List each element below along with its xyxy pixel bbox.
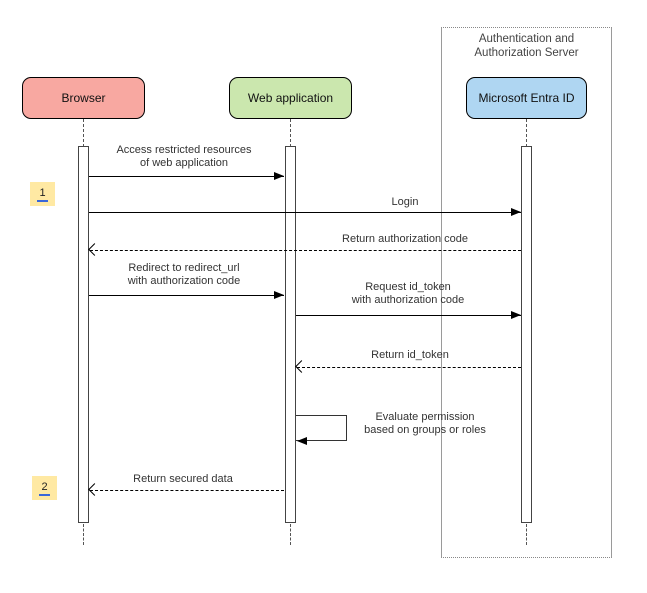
message-request-id-token-line <box>296 315 521 316</box>
message-return-id-token-label: Return id_token <box>371 349 449 361</box>
step-2-badge: 2 <box>32 476 57 500</box>
actor-web-application-label: Web application <box>247 91 334 105</box>
actor-microsoft-entra-id: Microsoft Entra ID <box>466 77 587 119</box>
actor-web-application: Web application <box>229 77 352 119</box>
message-return-secured-data-label: Return secured data <box>133 473 233 485</box>
auth-server-frame <box>441 27 612 558</box>
message-return-id-token-line <box>297 367 521 368</box>
webapp-activation-bar <box>285 146 296 523</box>
browser-lifeline-top <box>83 119 84 147</box>
browser-lifeline-bottom <box>83 524 84 545</box>
message-redirect-line <box>89 295 284 296</box>
message-login-line <box>89 212 521 213</box>
arrowhead-left-open-icon <box>295 360 308 373</box>
webapp-lifeline-top <box>290 119 291 147</box>
message-login-label: Login <box>391 196 419 208</box>
actor-microsoft-entra-id-label: Microsoft Entra ID <box>478 91 575 105</box>
message-access-restricted-label: Access restricted resources of web appli… <box>116 144 252 169</box>
arrowhead-right-icon <box>511 208 521 216</box>
actor-browser: Browser <box>22 77 145 119</box>
entra-lifeline-bottom <box>526 524 527 545</box>
message-return-secured-data-line <box>90 490 284 491</box>
arrowhead-left-open-icon <box>88 243 101 256</box>
step-1-badge: 1 <box>30 182 55 206</box>
message-access-restricted-line <box>89 176 284 177</box>
message-return-auth-code-line <box>90 250 521 251</box>
step-1-link[interactable]: 1 <box>37 187 48 202</box>
message-return-auth-code-label: Return authorization code <box>342 233 468 245</box>
message-evaluate-permission-label: Evaluate permission based on groups or r… <box>364 411 486 436</box>
arrowhead-right-icon <box>274 291 284 299</box>
entra-activation-bar <box>521 146 532 523</box>
arrowhead-right-icon <box>274 172 284 180</box>
entra-lifeline-top <box>526 119 527 147</box>
arrowhead-left-icon <box>297 437 307 445</box>
message-evaluate-permission-loop <box>296 415 347 441</box>
step-2-link[interactable]: 2 <box>39 481 50 496</box>
message-request-id-token-label: Request id_token with authorization code <box>351 281 465 306</box>
browser-activation-bar <box>78 146 89 523</box>
arrowhead-right-icon <box>511 311 521 319</box>
webapp-lifeline-bottom <box>290 524 291 545</box>
message-redirect-label: Redirect to redirect_url with authorizat… <box>127 262 241 287</box>
actor-browser-label: Browser <box>61 91 106 105</box>
auth-server-frame-title: Authentication and Authorization Server <box>474 33 579 59</box>
